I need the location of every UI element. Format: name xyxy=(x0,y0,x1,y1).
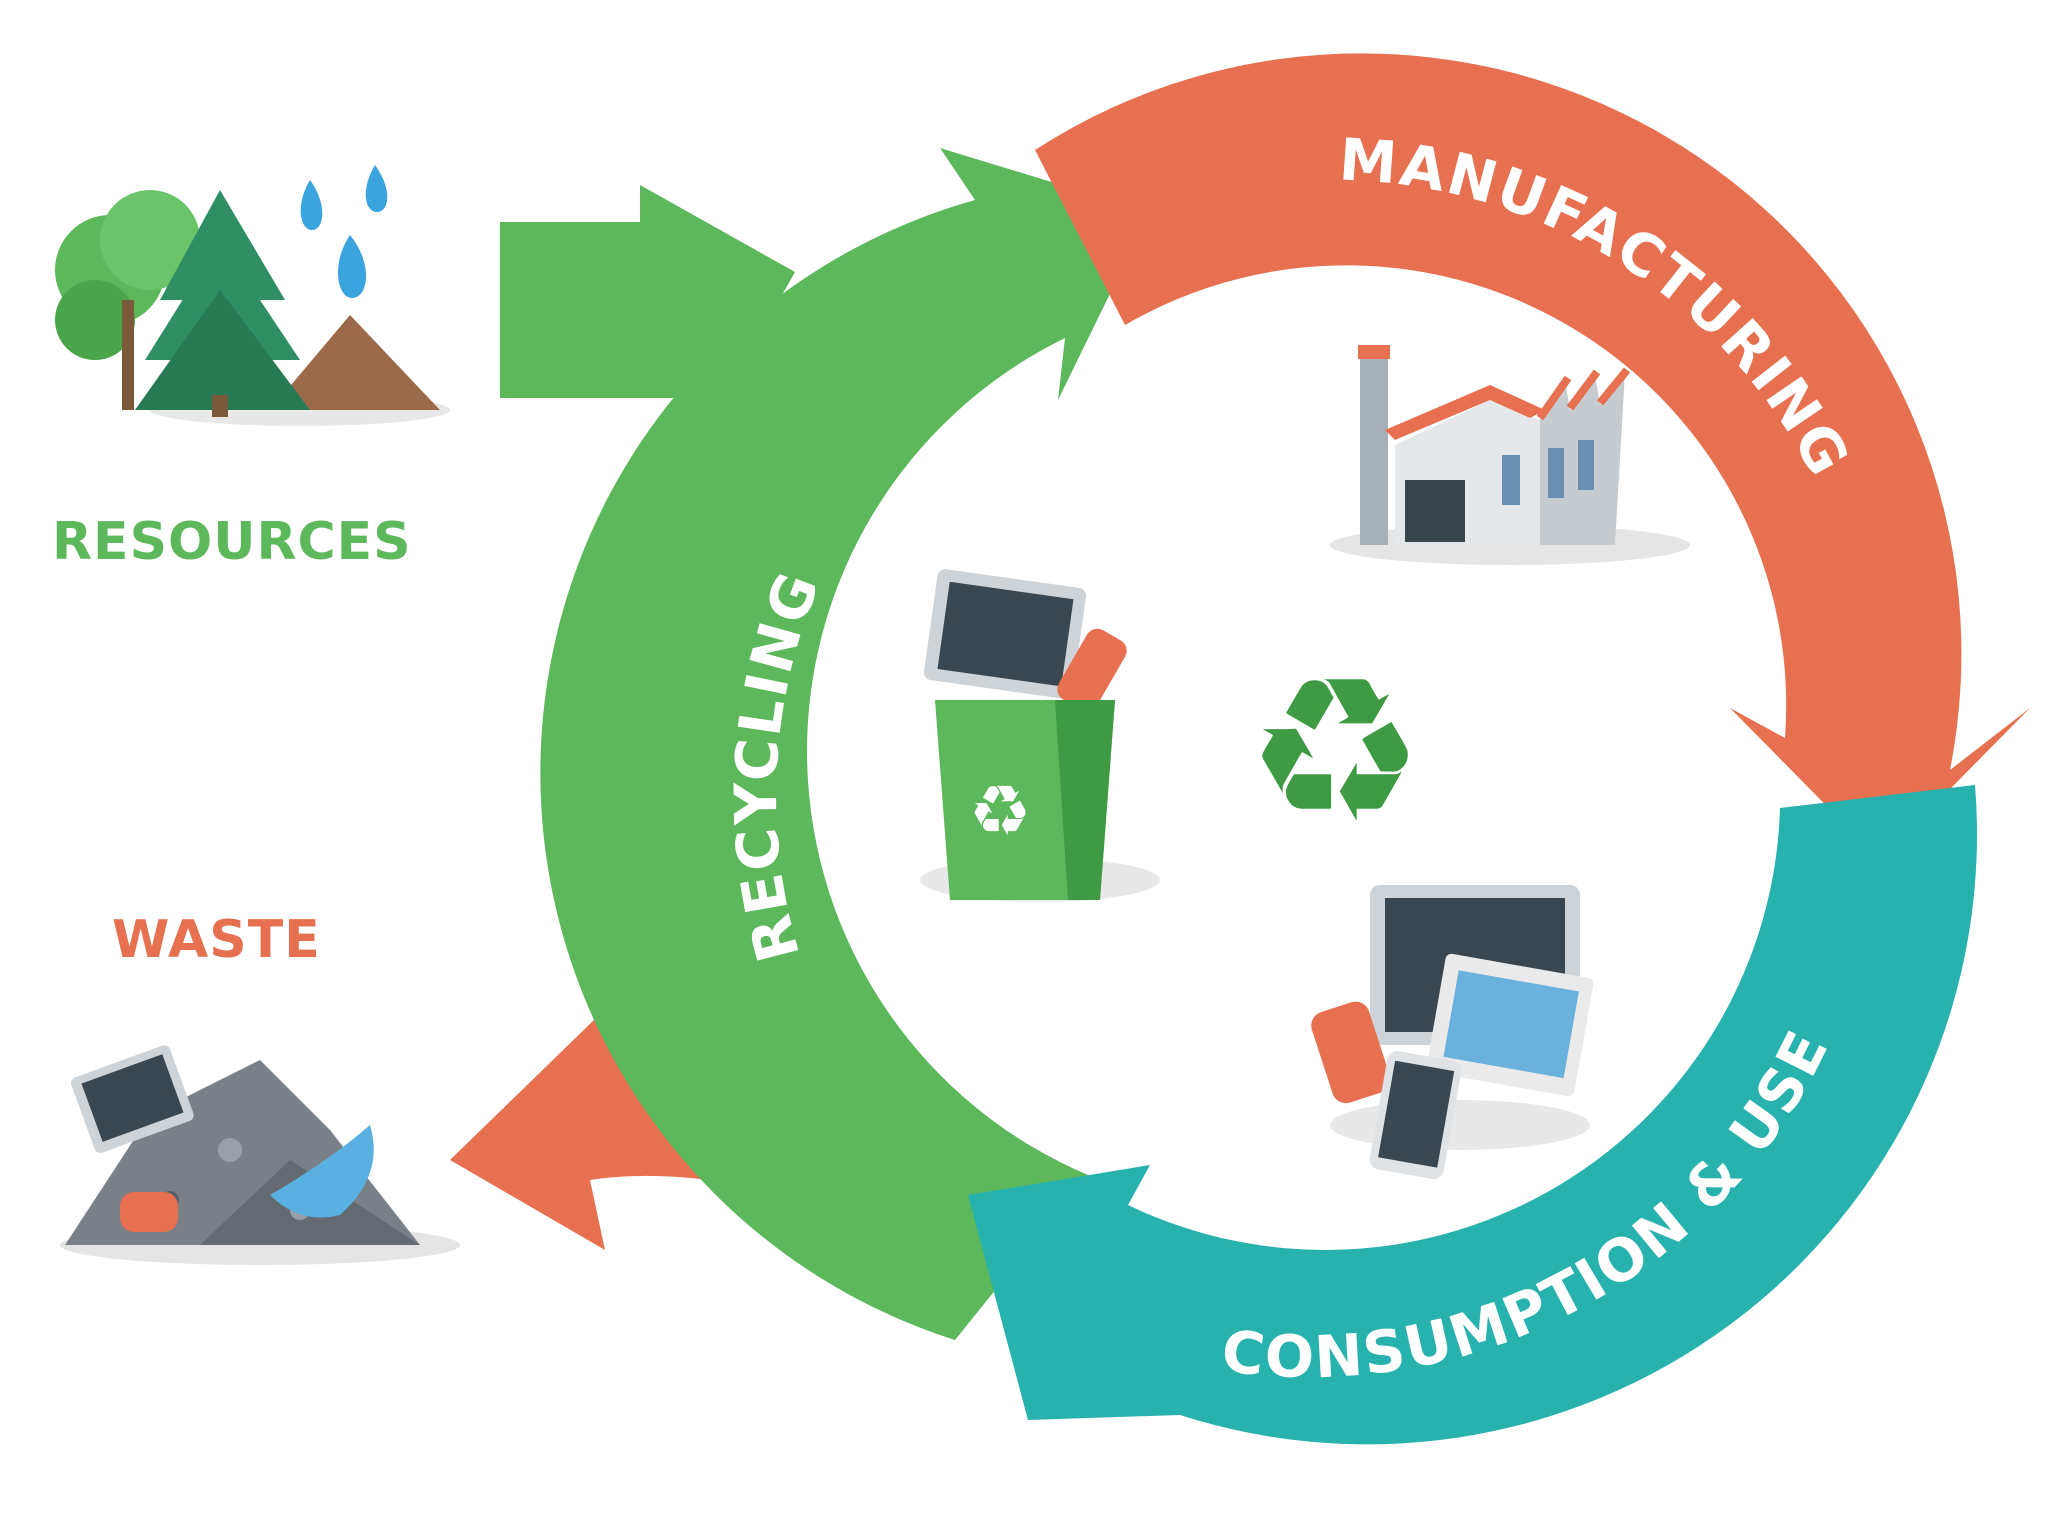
recycle-symbol-icon: ♻ xyxy=(1245,635,1424,868)
recycling-arc xyxy=(540,148,1150,1340)
waste-pile-icon xyxy=(60,1045,460,1265)
trees-water-icon xyxy=(55,165,450,426)
waste-label: WASTE xyxy=(112,910,321,970)
consumption-arc xyxy=(968,785,1978,1445)
recycle-bin-icon: ♻ xyxy=(920,569,1160,902)
svg-text:♻: ♻ xyxy=(969,770,1032,852)
resources-label: RESOURCES xyxy=(52,512,412,572)
svg-text:♻: ♻ xyxy=(1245,635,1424,868)
factory-icon xyxy=(1330,345,1690,565)
devices-icon xyxy=(1311,885,1594,1180)
manufacturing-arc xyxy=(1035,53,2030,861)
